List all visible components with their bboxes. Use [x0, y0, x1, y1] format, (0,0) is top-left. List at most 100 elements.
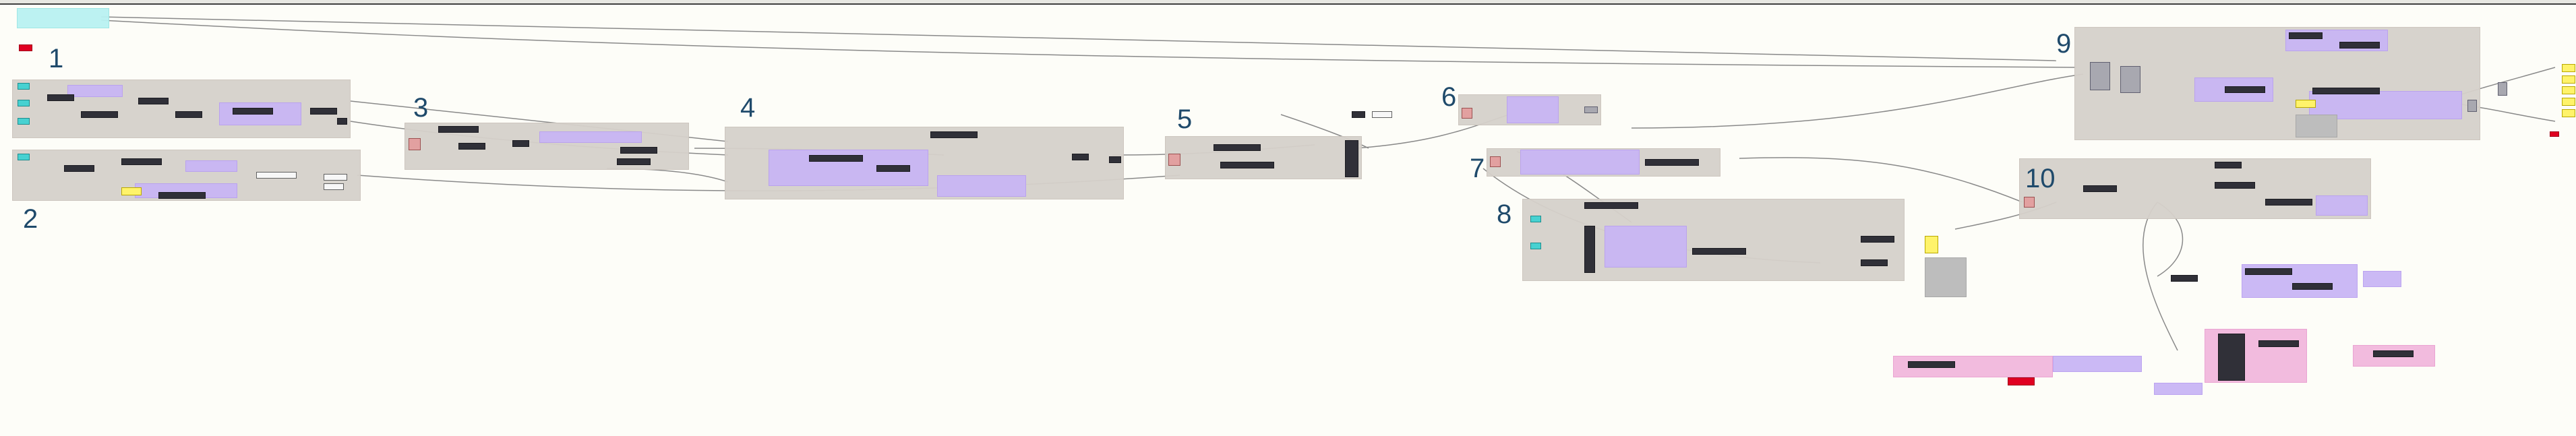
yellow-output-3[interactable]	[2562, 86, 2575, 94]
node-2c[interactable]	[158, 192, 206, 199]
bottom-node-d[interactable]	[2373, 350, 2414, 357]
group-9[interactable]	[2074, 27, 2480, 140]
node-5b[interactable]	[1220, 162, 1274, 168]
group-label-1: 1	[49, 44, 64, 73]
yellow-output-1[interactable]	[2562, 64, 2575, 72]
bottom-node-a[interactable]	[1908, 361, 1955, 368]
node-1e[interactable]	[233, 108, 273, 115]
node-right-hub[interactable]	[2498, 82, 2507, 96]
node-1f[interactable]	[310, 108, 337, 115]
node-3-entry[interactable]	[409, 138, 421, 150]
group-6-purple[interactable]	[1507, 96, 1559, 123]
node-1a[interactable]	[47, 94, 74, 101]
node-1b[interactable]	[81, 111, 118, 118]
preview-panel-8[interactable]	[1925, 257, 1967, 297]
node-2e[interactable]	[324, 174, 347, 181]
red-indicator[interactable]	[2550, 131, 2559, 137]
node-8c[interactable]	[1692, 248, 1746, 255]
node-1c[interactable]	[138, 98, 169, 104]
group-5[interactable]	[1165, 136, 1362, 179]
node-3a[interactable]	[438, 126, 479, 133]
node-10b[interactable]	[2215, 162, 2242, 168]
node-9d[interactable]	[2312, 88, 2380, 94]
teal-input-8b[interactable]	[1530, 243, 1541, 249]
node-1d[interactable]	[175, 111, 202, 118]
node-4c[interactable]	[876, 165, 910, 172]
yellow-output-4[interactable]	[2562, 98, 2575, 106]
node-5c[interactable]	[1345, 140, 1358, 177]
node-6-entry[interactable]	[1462, 108, 1472, 119]
group-8-purple[interactable]	[1605, 226, 1687, 268]
node-7-entry[interactable]	[1490, 156, 1501, 167]
node-5top-1[interactable]	[1352, 111, 1365, 118]
bottom-node-c[interactable]	[2258, 340, 2299, 347]
node-9a[interactable]	[2289, 32, 2323, 39]
teal-input-1[interactable]	[18, 83, 30, 90]
group-8[interactable]	[1522, 199, 1905, 281]
node-4d[interactable]	[1072, 154, 1089, 160]
node-8a[interactable]	[1584, 202, 1638, 209]
node-9b[interactable]	[2339, 42, 2380, 49]
group-top-cyan[interactable]	[17, 8, 109, 28]
group-3-purple[interactable]	[539, 131, 642, 143]
node-5top-2[interactable]	[1372, 111, 1392, 118]
node-10-entry[interactable]	[2024, 197, 2035, 208]
teal-input-4[interactable]	[18, 154, 30, 160]
node-4a[interactable]	[930, 131, 978, 138]
node-5a[interactable]	[1214, 144, 1261, 151]
node-2d[interactable]	[256, 172, 297, 179]
teal-input-2[interactable]	[18, 100, 30, 106]
yellow-output-2[interactable]	[2562, 75, 2575, 84]
node-10a[interactable]	[2083, 185, 2117, 192]
node-6-out[interactable]	[1584, 106, 1598, 113]
group-label-10: 10	[2025, 164, 2056, 193]
yellow-output-8[interactable]	[1925, 236, 1938, 253]
preview-panel-9[interactable]	[2296, 115, 2337, 137]
top-toolbar-strip	[0, 0, 2576, 5]
group-10-purple[interactable]	[2316, 195, 2368, 216]
node-8e[interactable]	[1861, 259, 1888, 266]
node-float-1b[interactable]	[2245, 268, 2292, 275]
group-7-purple[interactable]	[1520, 150, 1640, 175]
bottom-purple-2[interactable]	[2154, 383, 2203, 395]
node-float-1a[interactable]	[2171, 275, 2198, 282]
yellow-output-5[interactable]	[2562, 109, 2575, 117]
node-9c[interactable]	[2225, 86, 2265, 93]
node-8b[interactable]	[1584, 226, 1595, 273]
bottom-node-b[interactable]	[2218, 334, 2245, 381]
group-4-purple-2[interactable]	[937, 175, 1026, 197]
floating-purple-2[interactable]	[2363, 271, 2401, 287]
group-2-purple-1[interactable]	[185, 160, 237, 172]
yellow-panel-9[interactable]	[2296, 100, 2316, 108]
node-2f[interactable]	[324, 183, 344, 190]
node-5-entry[interactable]	[1168, 154, 1180, 166]
yellow-panel-2[interactable]	[121, 187, 142, 195]
node-3e[interactable]	[617, 158, 651, 165]
node-10d[interactable]	[2265, 199, 2312, 206]
node-float-1c[interactable]	[2292, 283, 2333, 290]
group-label-3: 3	[413, 93, 429, 123]
node-1g[interactable]	[337, 118, 347, 125]
group-label-2: 2	[23, 204, 38, 234]
small-red-toggle[interactable]	[19, 44, 32, 51]
node-3c[interactable]	[512, 140, 529, 147]
bottom-purple-1[interactable]	[2053, 356, 2142, 372]
node-8d[interactable]	[1861, 236, 1894, 243]
node-4e[interactable]	[1109, 156, 1121, 163]
node-9-block-2[interactable]	[2120, 66, 2140, 93]
bottom-red-bar[interactable]	[2008, 377, 2035, 385]
group-1-purple-1[interactable]	[67, 85, 123, 97]
node-3b[interactable]	[458, 143, 485, 150]
teal-input-3[interactable]	[18, 118, 30, 125]
group-10[interactable]	[2019, 158, 2371, 219]
node-3d[interactable]	[620, 147, 657, 154]
node-9-out[interactable]	[2467, 100, 2477, 112]
teal-input-8a[interactable]	[1530, 216, 1541, 222]
node-2a[interactable]	[64, 165, 94, 172]
node-10c[interactable]	[2215, 182, 2255, 189]
node-9-block-1[interactable]	[2090, 62, 2110, 90]
node-4b[interactable]	[809, 155, 863, 162]
node-7a[interactable]	[1645, 159, 1699, 166]
node-2b[interactable]	[121, 158, 162, 165]
